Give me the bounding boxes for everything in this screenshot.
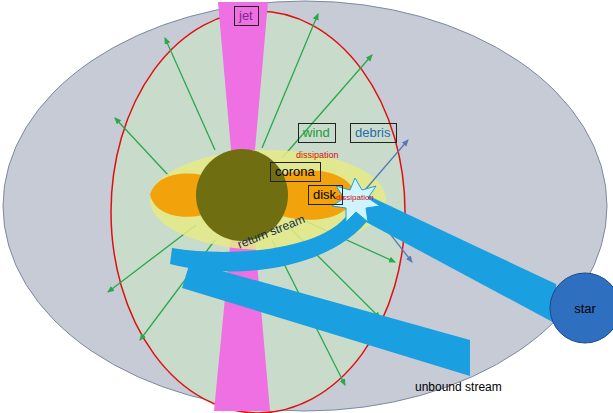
incoming-stream [352,188,560,326]
star-body [550,273,613,343]
dissipation-label: dissipation [296,150,339,160]
stream-label: return stream [235,212,306,252]
jet-label-box: jet [234,6,259,26]
return-stream-band [170,208,372,271]
stream-label: unbound stream [415,380,502,394]
corona-label-box: corona [270,162,321,182]
node-text: wind [303,125,331,141]
node-text: corona [275,164,316,180]
unbound-stream-band [182,262,470,376]
dissipation-label: dissipation [336,193,374,202]
debris-label-box: debris [350,123,397,143]
star-node: star [550,273,613,343]
node-text: star [574,301,596,316]
node-text: debris [355,125,392,141]
wind-label-box: wind [298,123,336,143]
node-text: disk [313,187,338,203]
node-text: jet [239,8,254,24]
